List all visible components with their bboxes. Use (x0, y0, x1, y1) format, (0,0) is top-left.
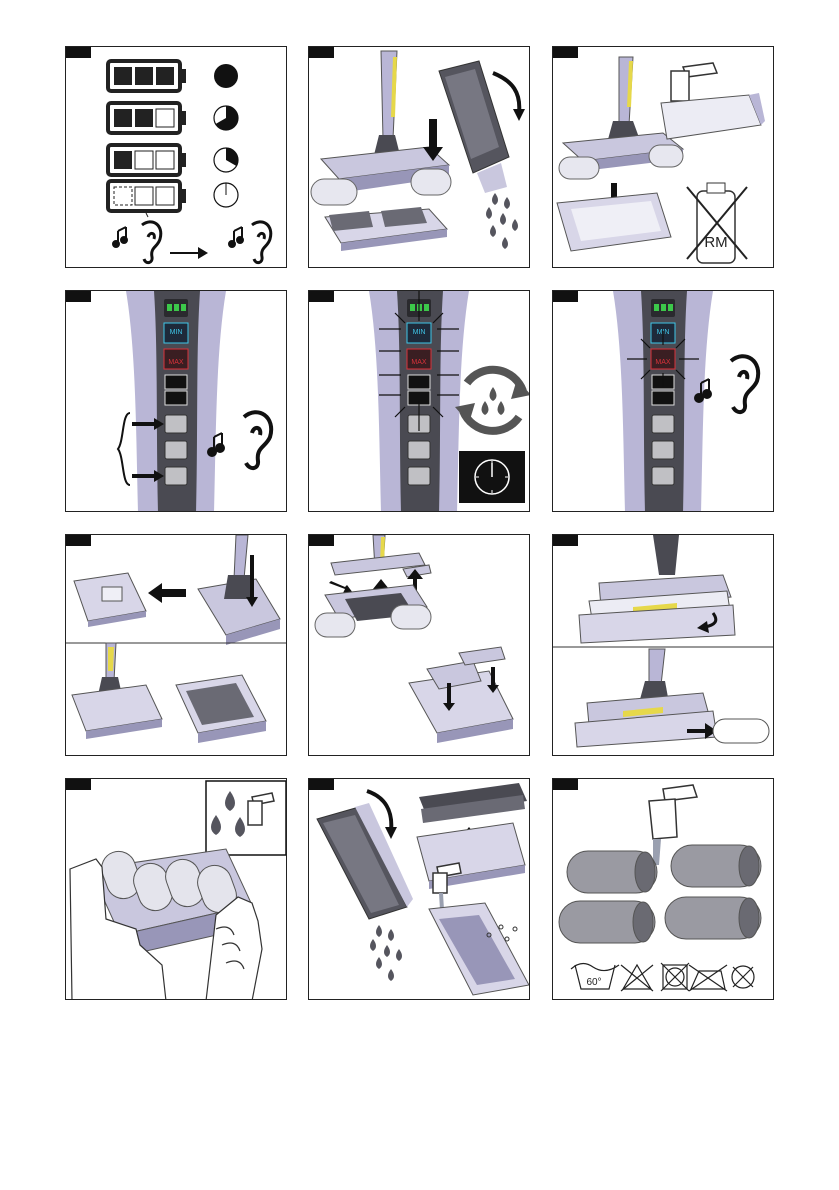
max-warning-illustration: MIN MAX (553, 291, 774, 512)
figure-panel-8 (308, 534, 530, 756)
battery-level-illustration (66, 47, 287, 268)
power-button (165, 467, 187, 485)
pie-two-thirds-icon (214, 106, 238, 130)
no-dry-clean-icon (732, 966, 754, 988)
station-parking-illustration (66, 535, 287, 756)
self-cleaning-illustration: MIN MAX (309, 291, 530, 512)
battery-one-third-icon (108, 145, 186, 175)
wash-temperature-label: 60° (586, 977, 601, 988)
cover-removal-illustration (309, 535, 530, 756)
battery-two-thirds-icon (108, 103, 186, 133)
figure-panel-4: MIN MAX (65, 290, 287, 512)
pie-one-third-icon (214, 148, 238, 172)
max-label: MAX (655, 359, 671, 366)
figure-panel-5: MIN MAX (308, 290, 530, 512)
min-label: MIN (170, 329, 183, 336)
max-label: MAX (168, 359, 184, 366)
no-iron-icon (689, 965, 727, 991)
mode-button (165, 415, 187, 433)
roller-removal-illustration (553, 535, 774, 756)
figure-panel-11 (308, 778, 530, 1000)
control-panel-illustration: MIN MAX (66, 291, 287, 512)
water-drops-icon (370, 925, 402, 981)
arrow-right-icon (170, 247, 208, 259)
figure-panel-10 (65, 778, 287, 1000)
tank-removal-illustration (309, 47, 530, 268)
bottle-label: RM (704, 234, 727, 251)
washing-60-icon: 60° (571, 963, 619, 989)
battery-full-icon (108, 61, 186, 91)
curved-arrow-icon (493, 73, 519, 113)
figure-panel-12: 60° (552, 778, 774, 1000)
cleaning-cycle-icon (455, 370, 530, 431)
figure-panel-6: MIN MAX (552, 290, 774, 512)
ear-sound-icon (230, 222, 271, 263)
figure-panel-7 (65, 534, 287, 756)
roller-washing-illustration: 60° (553, 779, 774, 1000)
figure-panel-9 (552, 534, 774, 756)
pie-full-icon (214, 64, 238, 88)
arrow-right-icon (329, 581, 353, 593)
min-label: MIN (413, 329, 426, 336)
faucet-icon (649, 785, 697, 839)
no-descaler-bottle-icon: RM (687, 183, 747, 263)
figure-panel-1 (65, 46, 287, 268)
water-fill-illustration: RM (553, 47, 774, 268)
figure-panel-2 (308, 46, 530, 268)
arrow-left-icon (148, 583, 186, 603)
roller-storage-illustration (66, 779, 287, 1000)
max-label: MAX (411, 359, 427, 366)
clean-button (165, 441, 187, 459)
figure-panel-3: RM (552, 46, 774, 268)
no-bleach-icon (621, 965, 653, 991)
ear-sound-icon (209, 412, 271, 468)
no-tumble-dry-icon (661, 963, 689, 991)
tank-cleaning-illustration (309, 779, 530, 1000)
ear-sound-icon (114, 222, 161, 263)
water-drops-icon (486, 193, 518, 249)
brace-icon (118, 413, 130, 485)
battery-empty-icon (108, 179, 186, 217)
